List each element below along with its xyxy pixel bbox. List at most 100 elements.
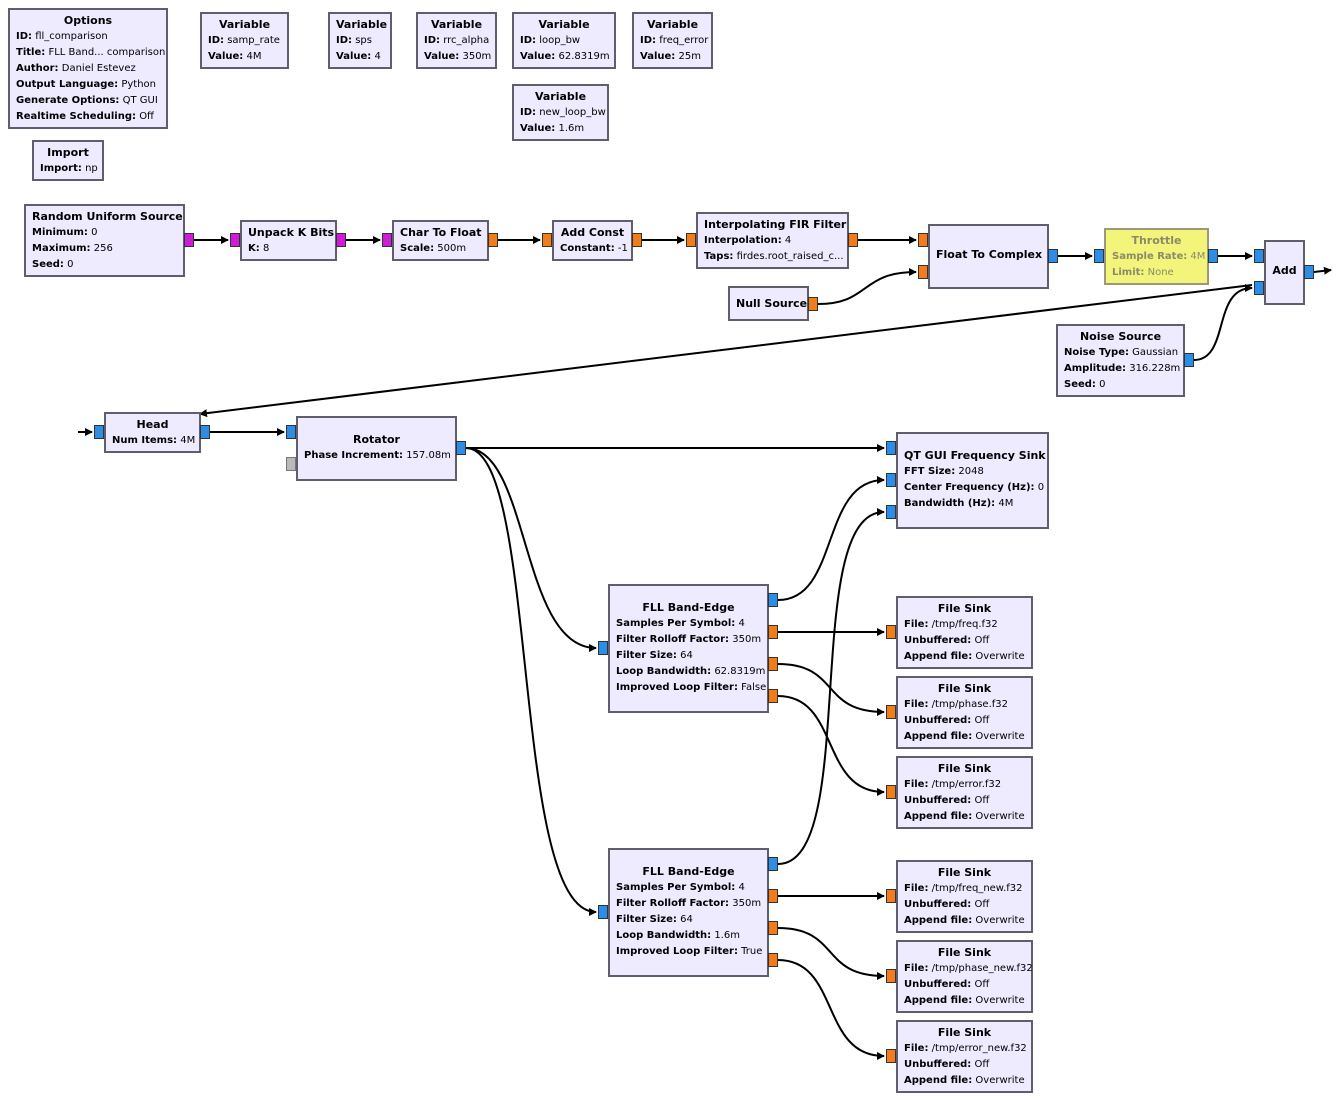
add-block[interactable]: Add [1264, 240, 1305, 305]
file-sink-freq-new-in-port[interactable] [886, 889, 896, 903]
param-realtime-scheduling: Realtime Scheduling: Off [16, 111, 154, 122]
param-file: File: /tmp/error_new.f32 [904, 1043, 1027, 1054]
variable-loop-bw-block[interactable]: Variable ID: loop_bw Value: 62.8319m [512, 12, 616, 69]
file-sink-phase-in-port[interactable] [886, 705, 896, 719]
float-to-complex-out-port[interactable] [1048, 249, 1058, 263]
variable-freq-error-block[interactable]: Variable ID: freq_error Value: 25m [632, 12, 713, 69]
import-block[interactable]: Import Import: np [32, 140, 104, 181]
add-out-port[interactable] [1304, 265, 1314, 279]
param-k: K: 8 [248, 243, 270, 254]
fll1-freq-port[interactable] [768, 625, 778, 639]
char-to-float-out-port[interactable] [488, 233, 498, 247]
fll1-out-port[interactable] [768, 593, 778, 607]
fll2-phase-port[interactable] [768, 921, 778, 935]
add-const-block[interactable]: Add Const Constant: -1 [552, 220, 633, 261]
fll2-in-port[interactable] [598, 905, 608, 919]
block-title: Unpack K Bits [248, 226, 335, 239]
throttle-in-port[interactable] [1094, 249, 1104, 263]
file-sink-error-new-in-port[interactable] [886, 1049, 896, 1063]
file-sink-freq-block[interactable]: File Sink File: /tmp/freq.f32 Unbuffered… [896, 596, 1033, 669]
noise-source-out-port[interactable] [1184, 353, 1194, 367]
freq-sink-in-0-port[interactable] [886, 441, 896, 455]
head-out-port[interactable] [200, 425, 210, 439]
add-in-0-port[interactable] [1254, 249, 1264, 263]
freq-sink-in-1-port[interactable] [886, 473, 896, 487]
options-block[interactable]: Options ID: fll_comparison Title: FLL Ba… [8, 8, 168, 129]
file-sink-error-new-block[interactable]: File Sink File: /tmp/error_new.f32 Unbuf… [896, 1020, 1033, 1093]
char-to-float-block[interactable]: Char To Float Scale: 500m [392, 220, 489, 261]
param-loop-bandwidth: Loop Bandwidth: 62.8319m [616, 666, 766, 677]
fll2-freq-port[interactable] [768, 889, 778, 903]
file-sink-freq-in-port[interactable] [886, 625, 896, 639]
block-title: File Sink [937, 602, 992, 615]
block-title: Char To Float [400, 226, 482, 239]
noise-source-block[interactable]: Noise Source Noise Type: Gaussian Amplit… [1056, 324, 1185, 397]
file-sink-error-block[interactable]: File Sink File: /tmp/error.f32 Unbuffere… [896, 756, 1033, 829]
param-num-items: Num Items: 4M [112, 435, 196, 446]
param-file: File: /tmp/freq_new.f32 [904, 883, 1023, 894]
connection-rotator-to-fll1 [465, 447, 597, 652]
file-sink-error-in-port[interactable] [886, 785, 896, 799]
param-center-frequency: Center Frequency (Hz): 0 [904, 482, 1045, 493]
char-to-float-in-port[interactable] [382, 233, 392, 247]
fll2-out-port[interactable] [768, 857, 778, 871]
block-title: QT GUI Frequency Sink [904, 449, 1046, 462]
file-sink-phase-new-in-port[interactable] [886, 969, 896, 983]
head-in-port[interactable] [94, 425, 104, 439]
rotator-in-port[interactable] [286, 425, 296, 439]
null-source-out-port[interactable] [808, 297, 818, 311]
null-source-block[interactable]: Null Source [728, 286, 809, 321]
param-taps: Taps: firdes.root_raised_c... [704, 251, 844, 262]
variable-sps-block[interactable]: Variable ID: sps Value: 4 [328, 12, 392, 69]
param-value: Value: 25m [640, 51, 701, 62]
unpack-in-port[interactable] [230, 233, 240, 247]
file-sink-phase-block[interactable]: File Sink File: /tmp/phase.f32 Unbuffere… [896, 676, 1033, 749]
rotator-block[interactable]: Rotator Phase Increment: 157.08m [296, 416, 457, 481]
unpack-k-bits-block[interactable]: Unpack K Bits K: 8 [240, 220, 337, 261]
add-const-out-port[interactable] [632, 233, 642, 247]
block-title: Variable [336, 18, 388, 31]
param-generate-options: Generate Options: QT GUI [16, 95, 158, 106]
fll-band-edge-block-2[interactable]: FLL Band-Edge Samples Per Symbol: 4 Filt… [608, 848, 769, 977]
rotator-out-port[interactable] [456, 441, 466, 455]
add-const-in-port[interactable] [542, 233, 552, 247]
fll1-error-port[interactable] [768, 689, 778, 703]
variable-new-loop-bw-block[interactable]: Variable ID: new_loop_bw Value: 1.6m [512, 84, 609, 141]
random-source-out-port[interactable] [184, 233, 194, 247]
param-unbuffered: Unbuffered: Off [904, 1059, 990, 1070]
throttle-block[interactable]: Throttle Sample Rate: 4M Limit: None [1104, 228, 1209, 285]
interp-fir-out-port[interactable] [848, 233, 858, 247]
param-filter-size: Filter Size: 64 [616, 914, 693, 925]
block-title: Throttle [1131, 234, 1182, 247]
float-to-complex-block[interactable]: Float To Complex [928, 224, 1049, 289]
file-sink-phase-new-block[interactable]: File Sink File: /tmp/phase_new.f32 Unbuf… [896, 940, 1033, 1013]
variable-samp-rate-block[interactable]: Variable ID: samp_rate Value: 4M [200, 12, 289, 69]
file-sink-freq-new-block[interactable]: File Sink File: /tmp/freq_new.f32 Unbuff… [896, 860, 1033, 933]
random-uniform-source-block[interactable]: Random Uniform Source Minimum: 0 Maximum… [24, 204, 185, 277]
variable-rrc-alpha-block[interactable]: Variable ID: rrc_alpha Value: 350m [416, 12, 497, 69]
head-block[interactable]: Head Num Items: 4M [104, 412, 201, 453]
block-title: Random Uniform Source [32, 210, 183, 223]
param-interpolation: Interpolation: 4 [704, 235, 792, 246]
interpolating-fir-filter-block[interactable]: Interpolating FIR Filter Interpolation: … [696, 212, 849, 269]
param-improved-loop-filter: Improved Loop Filter: True [616, 946, 763, 957]
fll1-in-port[interactable] [598, 641, 608, 655]
qt-gui-frequency-sink-block[interactable]: QT GUI Frequency Sink FFT Size: 2048 Cen… [896, 432, 1049, 529]
throttle-out-port[interactable] [1208, 249, 1218, 263]
fll2-error-port[interactable] [768, 953, 778, 967]
fll-band-edge-block-1[interactable]: FLL Band-Edge Samples Per Symbol: 4 Filt… [608, 584, 769, 713]
float-to-complex-in-re-port[interactable] [918, 233, 928, 247]
freq-sink-in-2-port[interactable] [886, 505, 896, 519]
param-noise-type: Noise Type: Gaussian [1064, 347, 1179, 358]
connection-fll2-to-freqsink [777, 508, 885, 865]
unpack-out-port[interactable] [336, 233, 346, 247]
fll1-phase-port[interactable] [768, 657, 778, 671]
interp-fir-in-port[interactable] [686, 233, 696, 247]
float-to-complex-in-im-port[interactable] [918, 265, 928, 279]
param-file: File: /tmp/error.f32 [904, 779, 1002, 790]
add-in-1-port[interactable] [1254, 281, 1264, 295]
param-samples-per-symbol: Samples Per Symbol: 4 [616, 882, 745, 893]
block-title: Variable [218, 18, 271, 31]
rotator-message-port[interactable] [286, 457, 296, 471]
